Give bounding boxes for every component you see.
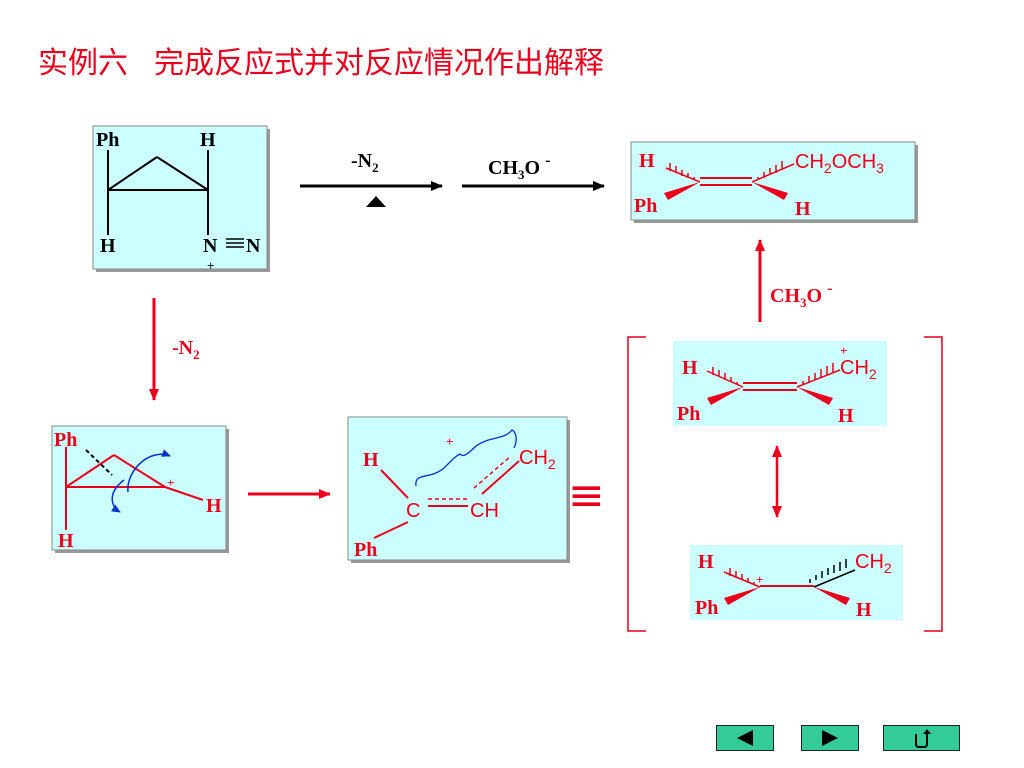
reactant-box (92, 125, 268, 270)
atom-h-left: H (698, 551, 714, 573)
previous-slide-button[interactable] (716, 725, 774, 751)
resonance-structure-top: + H CH2 Ph H (673, 341, 887, 427)
equivalence-symbol: ≡ (568, 470, 605, 521)
atom-h-top: H (200, 129, 216, 151)
atom-n1: N (203, 235, 218, 257)
bracket-right (924, 336, 943, 632)
wedge-bond-ph (664, 182, 700, 200)
allyl-cation-structure: + H CH2 C CH Ph (347, 416, 570, 563)
next-slide-button[interactable] (801, 725, 859, 751)
methoxide-label-top: CH3O- (488, 152, 550, 182)
atom-ph: Ph (96, 129, 119, 151)
top-reaction-arrows: -N2 CH3O- (300, 150, 605, 207)
minus-n2-label-down: -N2 (172, 337, 200, 362)
resonance-bottom-box (690, 545, 903, 620)
electron-arrow-lower (111, 479, 125, 513)
cyclopropyl-cation-structure: Ph + H H (51, 425, 229, 553)
bond (113, 454, 166, 488)
group-ch: CH (470, 500, 499, 522)
bond (65, 454, 115, 488)
atom-h-bottom: H (58, 530, 74, 552)
partial-bond (473, 455, 512, 489)
atom-h: H (363, 449, 379, 471)
bond (107, 156, 158, 191)
title-prefix: 实例六 (38, 46, 128, 81)
allyl-box (347, 416, 568, 561)
atom-h-left: H (682, 357, 698, 379)
hash-bond-ch2 (809, 559, 856, 588)
group-ch2och3: CH2OCH3 (795, 151, 884, 176)
hash-bond-ch2 (796, 363, 841, 388)
resonance-structure-bottom: H + CH2 Ph H (690, 545, 903, 621)
left-triangle-icon (737, 730, 753, 746)
atom-ph: Ph (54, 429, 77, 451)
group-ch2: CH2 (840, 357, 877, 382)
atom-h-right: H (795, 198, 811, 220)
product-box (630, 141, 916, 221)
charge-plus: + (207, 258, 214, 273)
hash-bond-ch2 (751, 161, 795, 183)
reactant-structure: Ph H H N N + (92, 125, 270, 273)
electron-arrow-upper (127, 449, 171, 493)
hash-bond-h (723, 568, 761, 588)
return-button[interactable] (883, 725, 960, 751)
atom-h-right: H (856, 599, 872, 621)
wedge-bond-h (752, 182, 788, 200)
wedge-bond-ph (707, 387, 743, 405)
charge-plus: + (446, 434, 453, 449)
hash-bond-h (665, 163, 701, 183)
atom-ph: Ph (634, 195, 657, 217)
atom-ph: Ph (695, 597, 718, 619)
wedge-bond-h (814, 587, 850, 605)
bond (380, 469, 409, 499)
atom-c: C (406, 500, 420, 522)
delocalization-brace (415, 429, 517, 487)
atom-h-left: H (639, 150, 655, 172)
wedge-bond-ph (724, 587, 760, 605)
hash-bond-h (706, 367, 744, 388)
charge-plus: + (840, 343, 847, 358)
bond (481, 460, 520, 495)
slide-title: 实例六完成反应式并对反应情况作出解释 (38, 38, 604, 82)
group-ch2: CH2 (519, 447, 556, 472)
return-arrow-icon (915, 729, 931, 748)
methoxide-label-side: CH3O- (770, 280, 832, 310)
product-structure: H CH2OCH3 Ph H (630, 141, 918, 223)
bracket-left (627, 336, 646, 632)
wedge-bond-h (797, 387, 833, 405)
bond (373, 521, 409, 539)
atom-h-bottom: H (100, 235, 116, 257)
group-ch2: CH2 (855, 551, 892, 576)
dashed-bond (85, 449, 113, 476)
atom-n2: N (246, 235, 261, 257)
title-main: 完成反应式并对反应情况作出解释 (154, 46, 604, 81)
heat-triangle (366, 196, 386, 207)
methoxide-attack-arrow: CH3O- (755, 239, 832, 322)
bond (156, 156, 209, 191)
bond (164, 486, 204, 501)
charge-plus: + (756, 572, 763, 587)
atom-ph: Ph (354, 539, 377, 561)
atom-h-right: H (838, 405, 854, 427)
atom-h-right: H (206, 495, 222, 517)
atom-ph: Ph (677, 403, 700, 425)
charge-plus: + (167, 475, 174, 490)
minus-n2-label-top: -N2 (351, 150, 379, 175)
right-triangle-icon (822, 730, 838, 746)
down-reaction-arrow: -N2 (149, 298, 200, 401)
